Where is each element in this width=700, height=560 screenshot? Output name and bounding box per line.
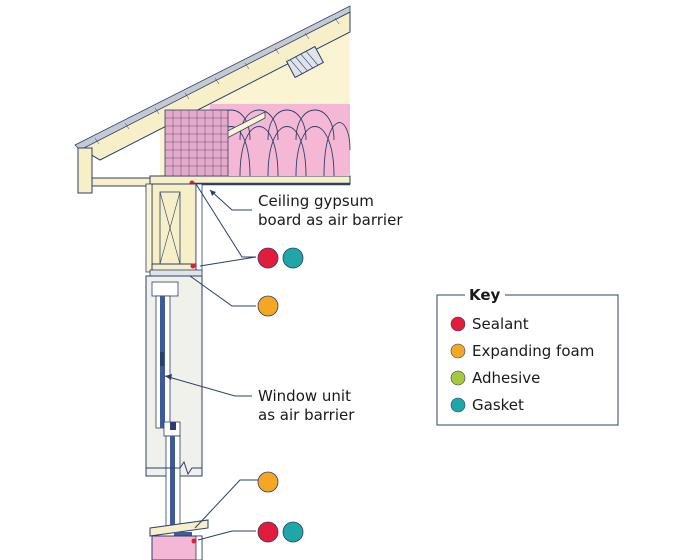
eave-block-hatch: [165, 110, 228, 176]
gasket-dot: [282, 247, 304, 269]
wall-header: [145, 183, 203, 277]
sealant-dot: [257, 521, 279, 543]
eave-insulation-block: [164, 109, 229, 177]
callout-window-line1: Window unit: [258, 387, 351, 405]
key-legend: Key Sealant Expanding foam Adhesive Gask…: [436, 286, 619, 426]
sealant-marker: [191, 538, 197, 544]
key-item-adhesive: Adhesive: [472, 369, 540, 387]
leader-sill-foam: [194, 479, 258, 529]
leader-header-foam: [189, 275, 256, 307]
fascia: [77, 147, 93, 194]
roof-vent-icon: [285, 45, 325, 79]
window-head-flashing: [149, 269, 203, 277]
gasket-dot: [282, 521, 304, 543]
shingle-lines: [94, 17, 340, 145]
callout-ceiling-line1: Ceiling gypsum: [258, 192, 374, 210]
key-item-expanding-foam: Expanding foam: [472, 342, 594, 360]
window-sill: [149, 519, 209, 560]
key-border: [436, 294, 619, 426]
leader-window: [164, 375, 252, 397]
sill: [149, 519, 209, 537]
interior-drywall-upper: [195, 183, 203, 273]
key-adhesive-swatch: [450, 370, 466, 386]
leader-header-sealant: [199, 256, 257, 267]
leader-lines: [164, 183, 258, 541]
window-frame-head: [151, 281, 179, 297]
arrowhead: [165, 374, 172, 380]
glass-pane-lower: [170, 436, 175, 526]
roof-assembly: [74, 5, 351, 194]
sill-gap: [174, 532, 192, 536]
key-gasket-swatch: [450, 397, 466, 413]
foam-dot: [257, 471, 279, 493]
interior-drywall-lower: [195, 535, 203, 560]
sealant-dot: [257, 247, 279, 269]
key-sealant-swatch: [450, 316, 466, 332]
callout-window-line2: as air barrier: [258, 406, 355, 424]
key-foam-swatch: [450, 343, 466, 359]
leader-sill-sealant: [197, 530, 256, 541]
break-line-icon: [146, 460, 202, 476]
window-unit: [145, 275, 203, 527]
leader-ceiling: [209, 189, 252, 211]
window-lock: [170, 422, 176, 430]
window-stop: [160, 352, 164, 366]
sealant-marker: [190, 263, 196, 269]
foam-dot: [257, 295, 279, 317]
key-item-sealant: Sealant: [472, 315, 529, 333]
key-item-gasket: Gasket: [472, 396, 524, 414]
callout-ceiling-line2: board as air barrier: [258, 211, 403, 229]
leader-header-sealant-top: [195, 183, 256, 258]
exterior-sheathing-upper: [145, 183, 153, 273]
arrowhead: [210, 190, 216, 196]
key-title: Key: [469, 286, 501, 304]
